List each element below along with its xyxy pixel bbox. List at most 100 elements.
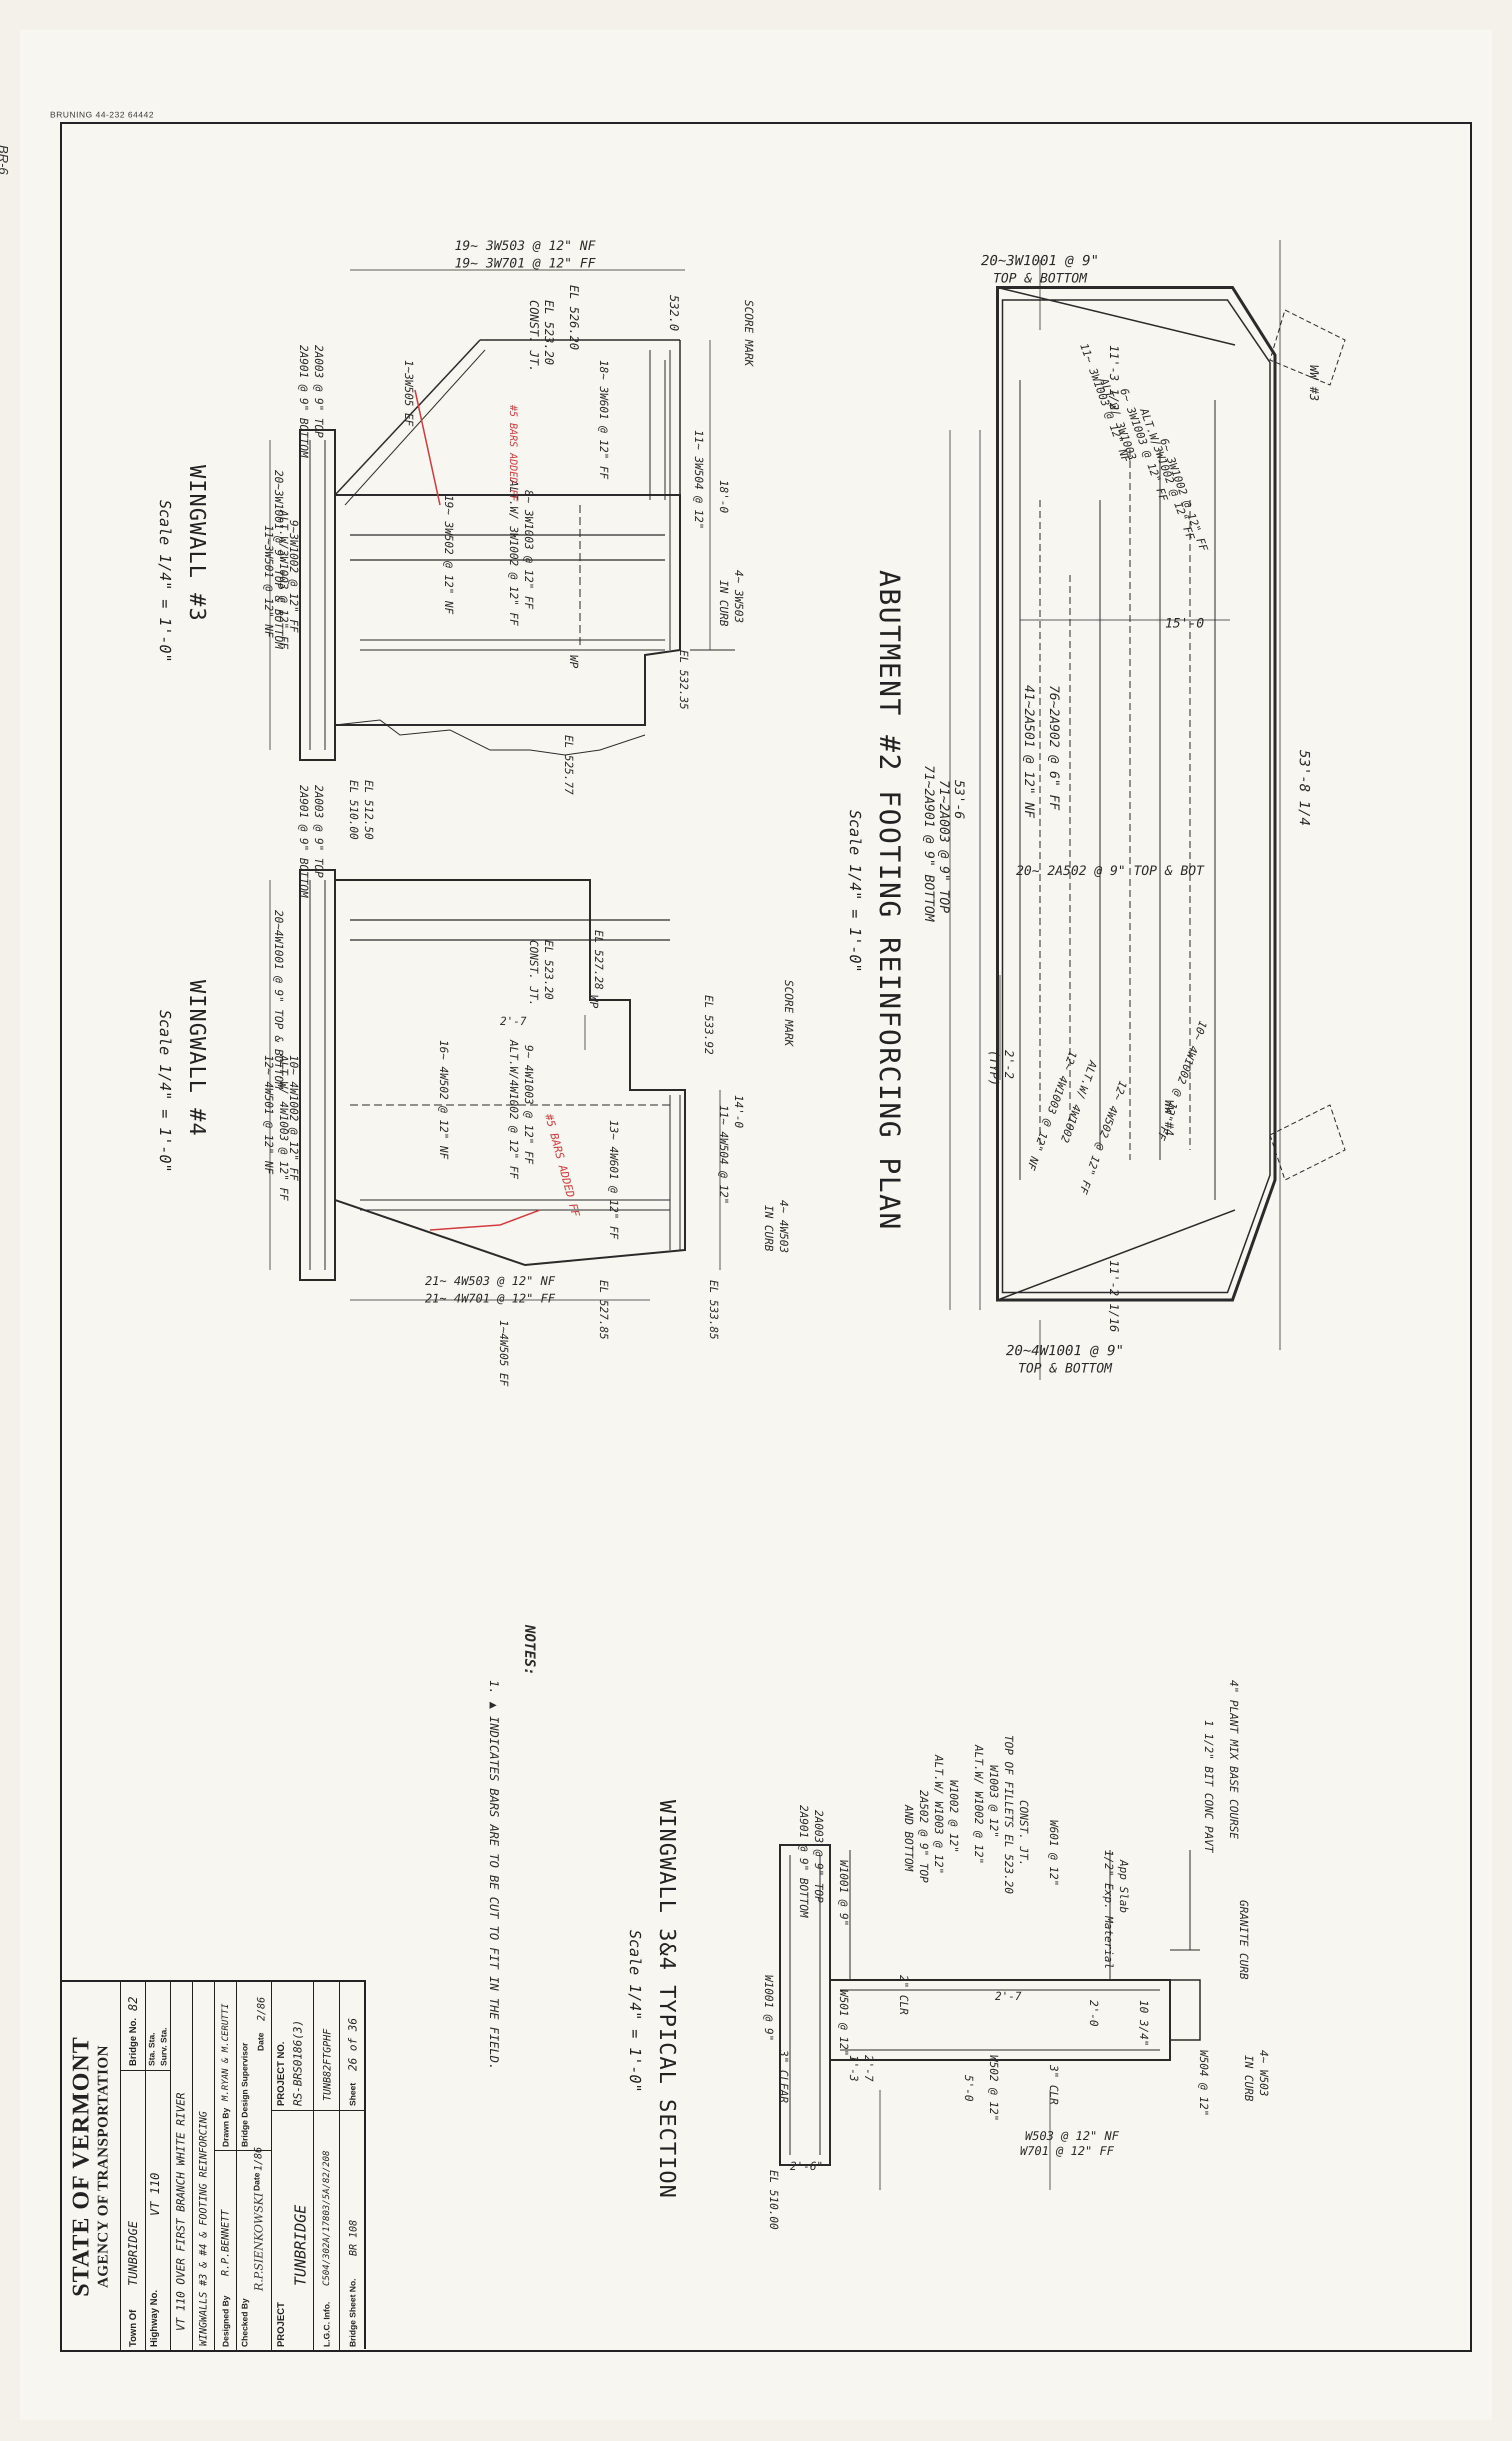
sec-label-s7: CONST. JT.: [1017, 1800, 1030, 1866]
ww4-label-t3: 1~4W505 EF: [497, 1320, 510, 1386]
tb-divider: [314, 2110, 340, 2111]
ww4-red-note: #5 BARS ADDED FF: [542, 1112, 582, 1218]
ww3-label-b3: 11~ 3W504 @ 12": [692, 430, 704, 530]
ww3-label-b2: 18~ 3W601 @ 12" FF: [597, 360, 610, 480]
file-value: TUNB82FTGPHF: [321, 2028, 333, 2102]
ww4-label-t1: 21~ 4W503 @ 12" NF: [425, 1274, 556, 1288]
wingwall-4-labels: EL 527.28 EL 523.20 CONST. JT. WP 2'-7 S…: [156, 780, 794, 1386]
lgc-label: L.G.C. Info.: [322, 2302, 332, 2347]
ww3-label-b1: 1~3W505 EF: [402, 360, 414, 426]
sec-label-s19: W501 @ 12": [837, 1990, 850, 2056]
designed-row: Designed By R.P.BENNETT Drawn By M.RYAN …: [215, 1982, 237, 2351]
tb-divider: [272, 2110, 314, 2111]
sec-label-s30: 5'-0: [962, 2075, 974, 2102]
sec-label-s36: 2'-7: [862, 2055, 874, 2082]
paper-stamp: BRUNING 44-232 64442: [50, 110, 154, 120]
sec-label-s5: App Slab: [1117, 1859, 1130, 1913]
ww4-label-const: CONST. JT.: [527, 940, 540, 1006]
tb-divider: [340, 2110, 366, 2111]
ww3-label-curb: 4~ 3W503: [732, 570, 744, 623]
checked-signature: R.P.SIENKOWSKI: [253, 2192, 266, 2291]
agency-name: AGENCY OF TRANSPORTATION: [94, 2045, 111, 2288]
sec-label-s35: 1'-3: [847, 2055, 860, 2082]
title-block-header: STATE OF VERMONT AGENCY OF TRANSPORTATIO…: [62, 1982, 121, 2351]
footing-plan: [950, 240, 1346, 1380]
plan-top-bars-label-2: TOP & BOTTOM: [993, 271, 1088, 286]
ww4-label-t2: 21~ 4W701 @ 12" FF: [425, 1292, 556, 1306]
drawn-value: M.RYAN & M.CERUTTI: [220, 2003, 230, 2101]
sec-label-s32: W701 @ 12" FF: [1020, 2144, 1114, 2158]
project-label: PROJECT: [276, 2302, 286, 2347]
ww4-label-c1: 9~ 4W1003 @ 12" FF: [522, 1045, 534, 1164]
plan-label-l5: 41~2A501 @ 12" NF: [1022, 685, 1036, 818]
tb-divider: [121, 2070, 146, 2071]
plan-label-l4: 76~2A902 @ 6" FF: [1046, 685, 1062, 811]
sec-label-s17: W1001 @ 9": [837, 1860, 850, 1926]
sheet-title-value: WINGWALLS #3 & #4 & FOOTING REINFORCING: [197, 2111, 209, 2346]
route-value: VT 110 OVER FIRST BRANCH WHITE RIVER: [175, 2092, 188, 2331]
ww4-label-curb: 4~ 4W503: [777, 1200, 790, 1253]
ww4-label-el1: EL 527.28: [592, 930, 604, 990]
ww4-label-d5: ALT.W/ 4W1003 @ 12" FF: [277, 1054, 290, 1201]
sec-label-s13: 2A502 @ 9" TOP: [917, 1790, 930, 1882]
tb-divider: [237, 2150, 272, 2151]
ww4-label-curb2: IN CURB: [762, 1205, 774, 1252]
highway-label: Highway No.: [149, 2290, 160, 2347]
ww4-label-dim1: 2'-7: [500, 1016, 527, 1028]
ww4-label-el5: EL 533.85: [707, 1280, 720, 1340]
ww3-title: WINGWALL #3: [184, 465, 210, 622]
date-label-1: Date: [252, 2172, 262, 2191]
sheet-no-value: BR 108: [347, 2220, 359, 2256]
ww3-label-d4: 9~3W1002 @ 12" FF: [287, 520, 300, 633]
ww3-label-curb2: IN CURB: [717, 580, 730, 626]
sec-label-s9: W1003 @ 12": [987, 1765, 1000, 1838]
notes-item-1: 1. ▲ INDICATES BARS ARE TO BE CUT TO FIT…: [487, 1680, 501, 2070]
ww4-label-score: SCORE MARK: [782, 980, 794, 1047]
date-value-2: 2/86: [255, 1996, 267, 2021]
bridge-no-label: Bridge No.: [128, 2018, 138, 2066]
sec-label-s25: W504 @ 12": [1197, 2050, 1210, 2116]
ww3-label-c3: 19~ 3W502 @ 12" NF: [442, 495, 454, 614]
project-no-value: RS-BRS0186(3): [292, 2020, 304, 2106]
project-value: TUNBRIDGE: [292, 2204, 310, 2286]
title-block: STATE OF VERMONT AGENCY OF TRANSPORTATIO…: [62, 1980, 366, 2351]
typical-section-labels: 4" PLANT MIX BASE COURSE 1 1/2" BIT CONC…: [626, 1680, 1270, 2230]
wingwall-3-elevation: [270, 270, 735, 761]
section-scale: Scale 1/4" = 1'-0": [626, 1930, 644, 2092]
checked-label: Checked By: [240, 2298, 250, 2347]
highway-row: Highway No. VT 110 Sta. Sta. Surv. Sta.: [146, 1982, 171, 2351]
plan-scale: Scale 1/4" = 1'-0": [846, 810, 864, 972]
ww4-title: WINGWALL #4: [184, 980, 210, 1136]
project-no-label: PROJECT NO.: [276, 2042, 286, 2106]
ww4-label-c2: ALT.W/4W1002 @ 12" FF: [507, 1039, 520, 1180]
plan-top-bars-label: 20~3W1001 @ 9": [981, 252, 1099, 268]
sec-label-s6: W601 @ 12": [1047, 1820, 1060, 1886]
ww4-label-el3: EL 533.92: [702, 995, 714, 1054]
ww3-label-t2: 19~ 3W701 @ 12" FF: [454, 256, 596, 271]
ww3-label-d5: ALT.W/3W1003 @ 12" FF: [277, 509, 290, 650]
ww3-label-el1: EL 526.20: [567, 285, 581, 350]
sec-label-s20: 3" CLEAR: [777, 2050, 790, 2103]
ww4-label-el7: EL 510.00: [347, 780, 360, 840]
sec-label-s21: 2" CLR: [897, 1975, 910, 2014]
ww4-label-b2: 13~ 4W601 @ 12" FF: [607, 1120, 620, 1240]
ww3-label-d2: 2A901 @ 9" BOTTOM: [297, 345, 310, 458]
plan-label-l10: 11'-2 1/16: [1107, 1260, 1121, 1332]
ww3-label-el5: EL 525.77: [562, 735, 574, 795]
lgc-value: C504/302A/17803/5A/82/208: [321, 2150, 332, 2286]
ww4-label-c3: 16~ 4W502 @ 12" NF: [437, 1040, 450, 1160]
sec-label-s3: GRANITE CURB: [1237, 1900, 1250, 1980]
sec-label-s23: 2'-0: [1087, 2000, 1100, 2026]
sec-label-s11: W1002 @ 12": [947, 1780, 960, 1853]
plan-ww3-tag: WW #3: [1307, 365, 1321, 401]
sec-label-s14: AND BOTTOM: [902, 1804, 914, 1872]
sec-label-s28: W502 @ 12": [987, 2055, 1000, 2121]
sec-label-s12: ALT.W/ W1003 @ 12": [932, 1754, 944, 1874]
plan-label-b4: 10~ 4W1002 @ 12" FF: [1154, 1019, 1209, 1142]
ww3-label-const: CONST. JT.: [527, 300, 541, 372]
ww3-label-c2: ALT.W/ 3W1002 @ 12" FF: [507, 479, 520, 626]
plan-overall-dim: 53'-8 1/4: [1296, 750, 1313, 826]
plan-width-dim: 15'-0: [1165, 616, 1204, 631]
sec-label-s33: 2'-6": [790, 2160, 823, 2173]
title-block-content: STATE OF VERMONT AGENCY OF TRANSPORTATIO…: [62, 1982, 366, 2351]
